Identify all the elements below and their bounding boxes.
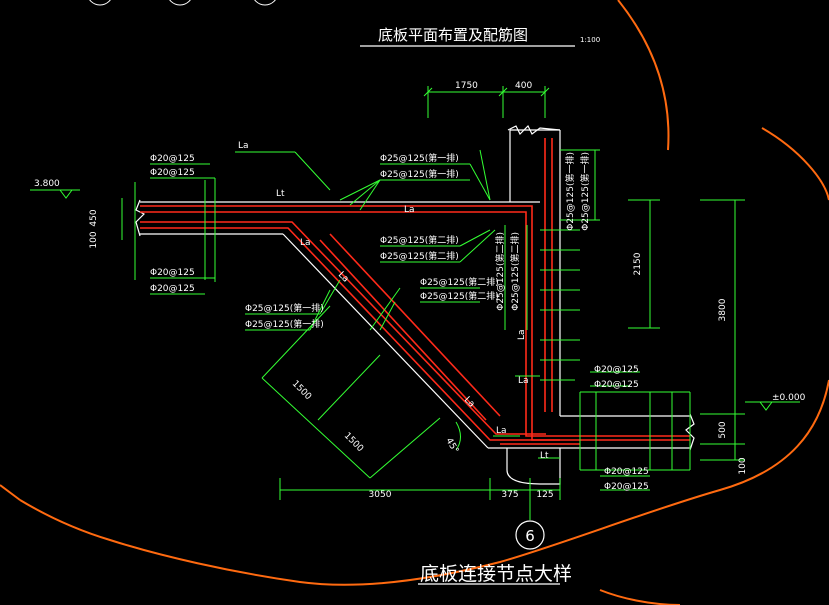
- rebar-label: Φ20@125: [150, 268, 195, 278]
- rebar-label: Φ25@125(第二排): [420, 290, 499, 302]
- dim-1500-b: 1500: [342, 431, 365, 454]
- axis-number: 6: [525, 527, 535, 545]
- rebar-label-vertical: Φ25@125(第一排): [579, 152, 591, 231]
- anchorage-label: La: [517, 329, 527, 340]
- anchorage-label: La: [496, 426, 507, 436]
- elevation-left: 3.800: [34, 179, 60, 189]
- anchorage-label: Lt: [540, 451, 549, 461]
- anchorage-label: La: [518, 376, 529, 386]
- rebar-label-vertical: Φ25@125(第二排): [494, 232, 506, 311]
- revision-cloud-line: [0, 484, 21, 501]
- dim-125: 125: [536, 490, 553, 500]
- revision-cloud-line: [599, 589, 681, 605]
- rebar-label: Φ25@125(第二排): [380, 234, 459, 246]
- dim-450: 450: [89, 209, 99, 226]
- rebar-label: Φ20@125: [150, 284, 195, 294]
- axis-circle-fragment: [89, 0, 111, 6]
- elevation-right: ±0.000: [772, 393, 806, 403]
- anchorage-label: Lt: [276, 189, 285, 199]
- dim-375: 375: [501, 490, 518, 500]
- dim-2150: 2150: [633, 252, 643, 275]
- rebar-label: Φ20@125: [150, 168, 195, 178]
- rebar-label: Φ25@125(第一排): [245, 318, 324, 330]
- dim-400: 400: [515, 81, 532, 91]
- annotation-lines: [30, 86, 800, 520]
- rebar-label: Φ20@125: [594, 380, 639, 390]
- plan-scale: 1:100: [580, 36, 600, 44]
- plan-title: 底板平面布置及配筋图: [378, 26, 528, 44]
- rebar-label: Φ20@125: [604, 467, 649, 477]
- rebar-label-vertical: Φ25@125(第二排): [509, 232, 521, 311]
- axis-circle-fragment: [254, 0, 276, 6]
- rebar-label: Φ20@125: [604, 482, 649, 492]
- rebar-label: Φ20@125: [150, 154, 195, 164]
- dim-1500-a: 1500: [290, 379, 313, 402]
- revision-cloud-line: [19, 379, 829, 586]
- anchorage-label: La: [238, 141, 249, 151]
- rebar-lines: [140, 138, 690, 445]
- rebar-label: Φ25@125(第一排): [380, 152, 459, 164]
- dim-500: 500: [718, 421, 728, 438]
- rebar-label: Φ20@125: [594, 365, 639, 375]
- anchorage-label: La: [300, 238, 311, 248]
- anchorage-label: La: [404, 205, 415, 215]
- rebar-label: Φ25@125(第一排): [245, 302, 324, 314]
- axis-bubble: [515, 520, 545, 550]
- dim-100-left: 100: [89, 231, 99, 248]
- dim-3800: 3800: [718, 298, 728, 321]
- revision-cloud-line: [617, 0, 670, 151]
- dim-angle: 45°: [443, 437, 460, 456]
- rebar-label-vertical: Φ25@125(第一排): [564, 152, 576, 231]
- axis-circle-fragment: [169, 0, 191, 6]
- rebar-label: Φ25@125(第一排): [380, 168, 459, 180]
- rebar-label: Φ25@125(第二排): [380, 250, 459, 262]
- rebar-label: Φ25@125(第二排): [420, 276, 499, 288]
- dim-100-right: 100: [738, 457, 748, 474]
- dim-3050: 3050: [369, 490, 392, 500]
- revision-cloud-line: [761, 127, 829, 201]
- detail-title: 底板连接节点大样: [420, 563, 572, 585]
- concrete-outline: [135, 124, 695, 485]
- dim-1750: 1750: [455, 81, 478, 91]
